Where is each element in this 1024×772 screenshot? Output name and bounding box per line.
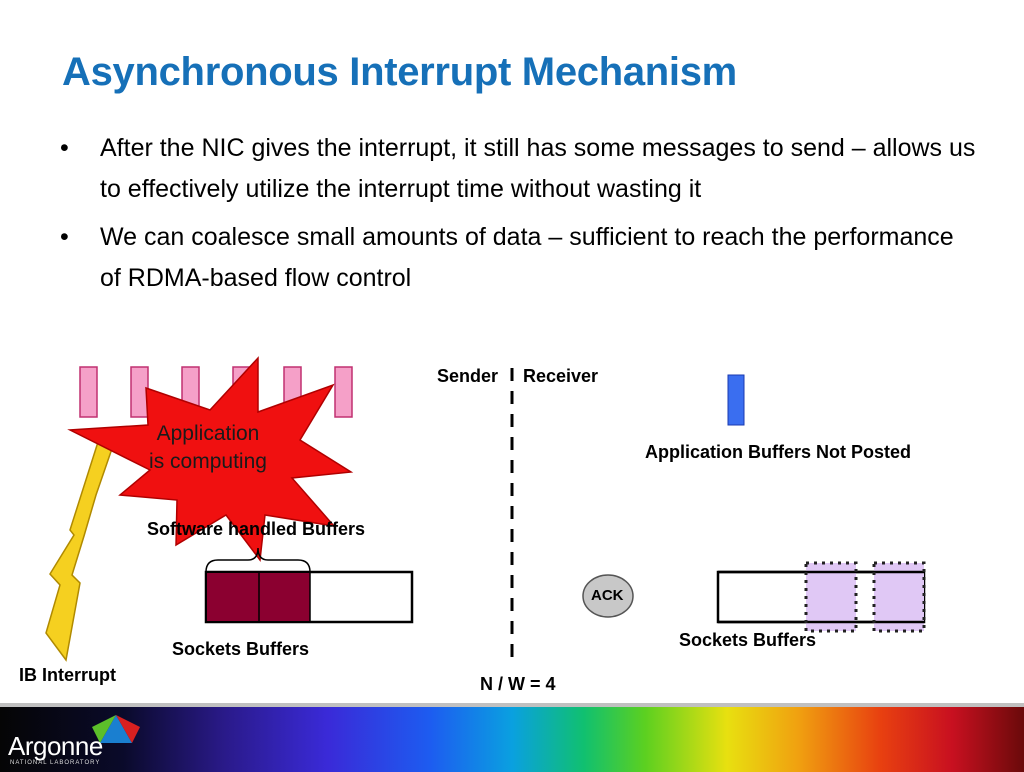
slide-title: Asynchronous Interrupt Mechanism bbox=[62, 50, 737, 94]
dotted-buffer-outline bbox=[804, 561, 858, 633]
diagram-canvas bbox=[45, 356, 926, 665]
footer-bar: Argonne NATIONAL LABORATORY bbox=[0, 703, 1024, 772]
starburst-line: Application bbox=[156, 422, 260, 445]
receiver-label: Receiver bbox=[523, 366, 599, 386]
curly-brace bbox=[205, 547, 311, 573]
argonne-logo-subtitle: NATIONAL LABORATORY bbox=[10, 760, 101, 766]
starburst-text: Application is computing bbox=[120, 420, 296, 476]
bullet-item: • We can coalesce small amounts of data … bbox=[58, 217, 978, 299]
lavender-buffer bbox=[874, 563, 924, 631]
receiver-sockets-label: Sockets Buffers bbox=[679, 630, 817, 650]
dotted-buffer-outline bbox=[872, 561, 926, 633]
bullet-marker: • bbox=[60, 223, 69, 251]
nw-label: N / W = 4 bbox=[480, 674, 556, 694]
app-buffers-label: Application Buffers Not Posted bbox=[645, 442, 912, 462]
argonne-logo-icon bbox=[92, 715, 140, 743]
filled-socket-buffer bbox=[207, 573, 259, 621]
pink-buffer bbox=[334, 366, 353, 418]
bullet-text: We can coalesce small amounts of data – … bbox=[100, 223, 954, 292]
application-buffer bbox=[727, 374, 745, 426]
bullet-text: After the NIC gives the interrupt, it st… bbox=[100, 134, 976, 203]
sender-sockets-label: Sockets Buffers bbox=[172, 639, 310, 659]
pink-buffer bbox=[79, 366, 98, 418]
pink-buffer bbox=[130, 366, 149, 418]
starburst-line: is computing bbox=[149, 450, 267, 473]
bullet-list: • After the NIC gives the interrupt, it … bbox=[58, 128, 978, 306]
starburst-shape bbox=[67, 356, 354, 562]
filled-socket-buffer bbox=[259, 573, 310, 621]
lavender-buffer bbox=[806, 563, 856, 631]
ack-bubble bbox=[582, 574, 634, 618]
bullet-marker: • bbox=[60, 134, 69, 162]
argonne-logo-word: Argonne bbox=[8, 731, 103, 761]
bullet-item: • After the NIC gives the interrupt, it … bbox=[58, 128, 978, 210]
ib-interrupt-label: IB Interrupt bbox=[19, 665, 116, 685]
software-buffers-label: Software handled Buffers bbox=[147, 519, 366, 539]
sender-label: Sender bbox=[437, 366, 499, 386]
ack-label: ACK bbox=[591, 587, 624, 604]
lightning-bolt-icon bbox=[45, 435, 118, 662]
